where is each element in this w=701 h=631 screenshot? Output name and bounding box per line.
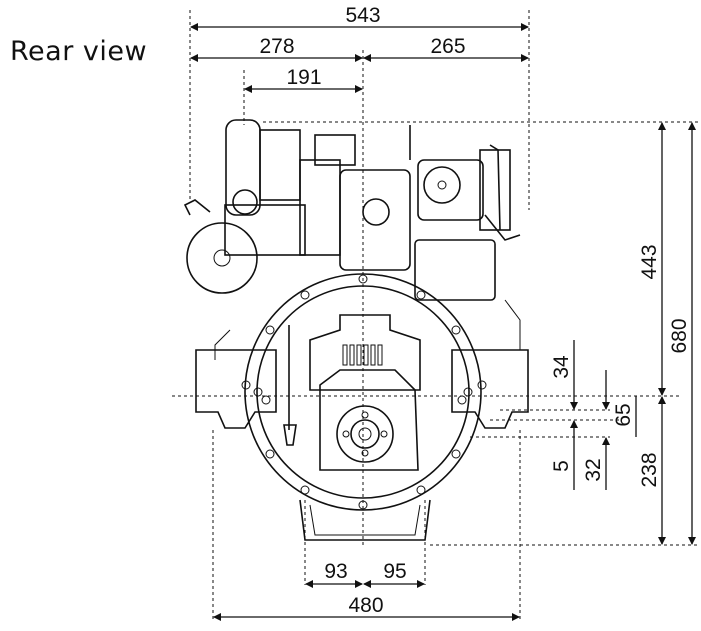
dim-443: 443 bbox=[638, 244, 661, 279]
dim-93: 93 bbox=[324, 560, 347, 583]
engine-outline bbox=[183, 119, 529, 541]
dim-34: 34 bbox=[550, 355, 573, 379]
view-title: Rear view bbox=[10, 36, 148, 67]
dim-278: 278 bbox=[259, 35, 294, 58]
dimension-labels: 543 278 265 191 93 95 480 680 443 238 34… bbox=[259, 4, 691, 617]
dim-95: 95 bbox=[383, 560, 406, 583]
horizontal-dimensions bbox=[190, 23, 529, 621]
dim-32: 32 bbox=[582, 458, 605, 481]
dim-680: 680 bbox=[668, 318, 691, 353]
dim-543: 543 bbox=[345, 4, 380, 27]
dim-238: 238 bbox=[638, 452, 661, 487]
dim-65: 65 bbox=[612, 403, 635, 426]
vent-slots bbox=[342, 344, 383, 366]
vertical-dimensions bbox=[570, 122, 696, 545]
dim-265: 265 bbox=[430, 35, 465, 58]
dim-480: 480 bbox=[348, 594, 383, 617]
dim-5: 5 bbox=[550, 460, 573, 472]
dim-191: 191 bbox=[286, 66, 321, 89]
